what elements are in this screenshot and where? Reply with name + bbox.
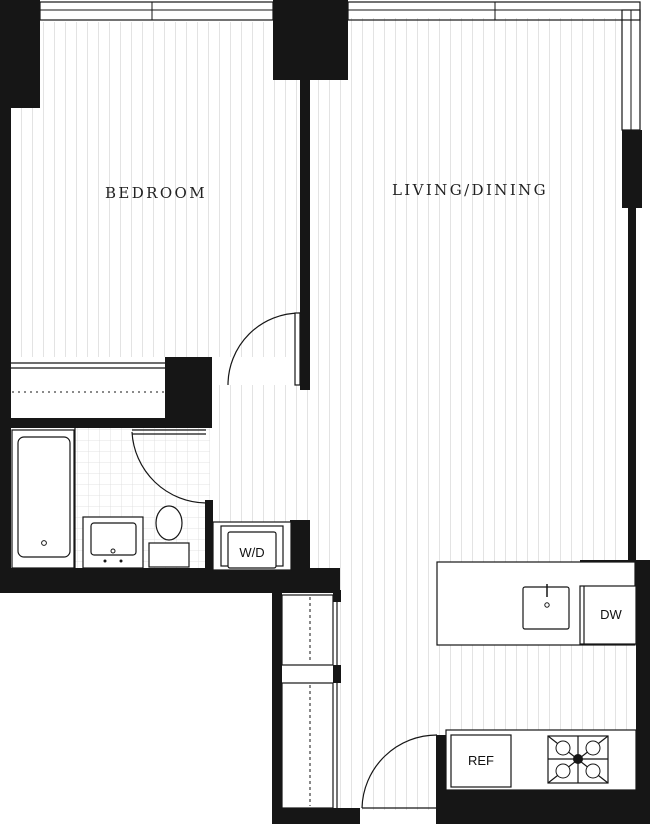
bedroom-door[interactable] bbox=[227, 312, 301, 386]
refrigerator-label: REF bbox=[468, 753, 494, 768]
storage-closets bbox=[281, 594, 338, 809]
floor-planks bbox=[10, 18, 635, 810]
toilet-icon bbox=[148, 505, 190, 568]
living-dining-label: LIVING/DINING bbox=[392, 181, 548, 199]
cooktop-icon bbox=[547, 735, 609, 784]
entry-door[interactable] bbox=[361, 734, 438, 809]
bedroom-label: BEDROOM bbox=[105, 184, 207, 202]
kitchen-island: DW bbox=[436, 561, 637, 646]
washer-dryer: W/D bbox=[212, 521, 292, 571]
bedroom-closet bbox=[11, 362, 165, 393]
bathroom-door[interactable] bbox=[131, 429, 207, 504]
kitchen-counter: REF bbox=[445, 729, 637, 791]
bathroom bbox=[11, 428, 207, 569]
dishwasher-label: DW bbox=[600, 607, 622, 622]
washer-dryer-label: W/D bbox=[239, 545, 264, 560]
